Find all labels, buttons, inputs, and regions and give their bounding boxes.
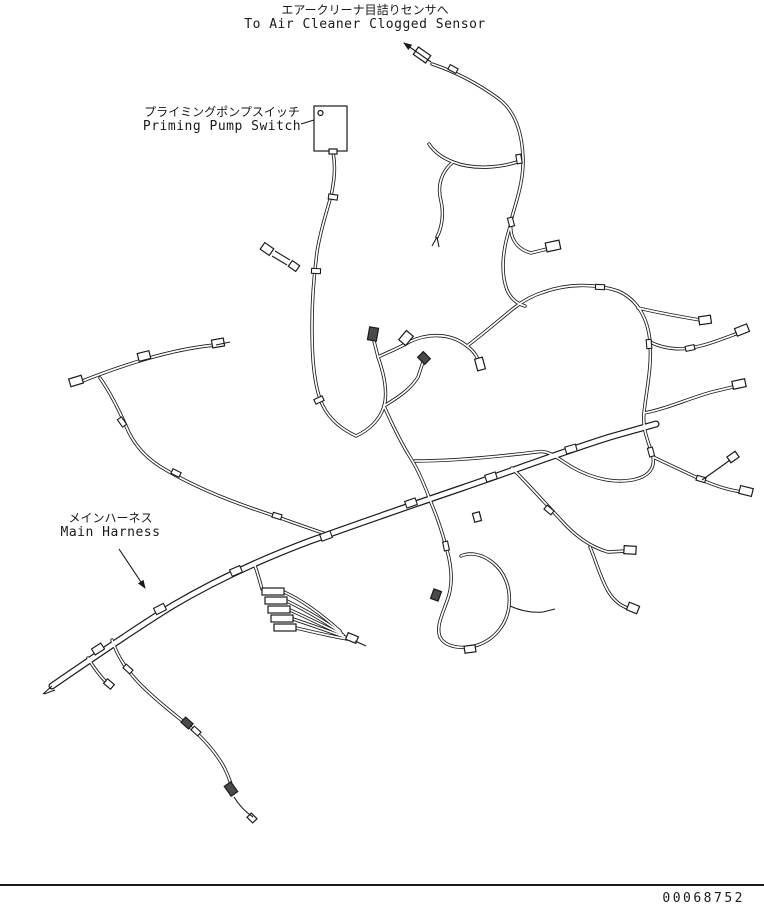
wire-connectors	[67, 46, 755, 824]
wire-clamps	[90, 63, 707, 737]
air-cleaner-label: エアークリーナ目詰りセンサへ To Air Cleaner Clogged Se…	[200, 3, 530, 33]
part-number: 00068752	[662, 891, 745, 906]
leader-lines	[42, 42, 731, 818]
leader-arrow	[403, 42, 432, 63]
main-harness-trunk	[49, 421, 659, 689]
bolt-icon	[259, 241, 301, 273]
main-harness-label: メインハーネス Main Harness	[48, 511, 173, 541]
leader-arrow	[118, 548, 146, 589]
main-harness-label-jp: メインハーネス	[68, 511, 153, 525]
connector-stack	[261, 587, 297, 632]
air-cleaner-label-jp: エアークリーナ目詰りセンサへ	[281, 3, 449, 17]
harness-wire-cores	[49, 63, 745, 794]
air-cleaner-label-en: To Air Cleaner Clogged Sensor	[244, 17, 486, 33]
priming-pump-label-jp: プライミングポンプスイッチ	[144, 105, 300, 119]
priming-pump-label: プライミングポンプスイッチ Priming Pump Switch	[137, 105, 307, 135]
switch-box-icon	[313, 105, 348, 155]
main-harness-label-en: Main Harness	[60, 525, 161, 541]
footer-rule	[0, 884, 764, 886]
priming-pump-label-en: Priming Pump Switch	[142, 119, 302, 135]
